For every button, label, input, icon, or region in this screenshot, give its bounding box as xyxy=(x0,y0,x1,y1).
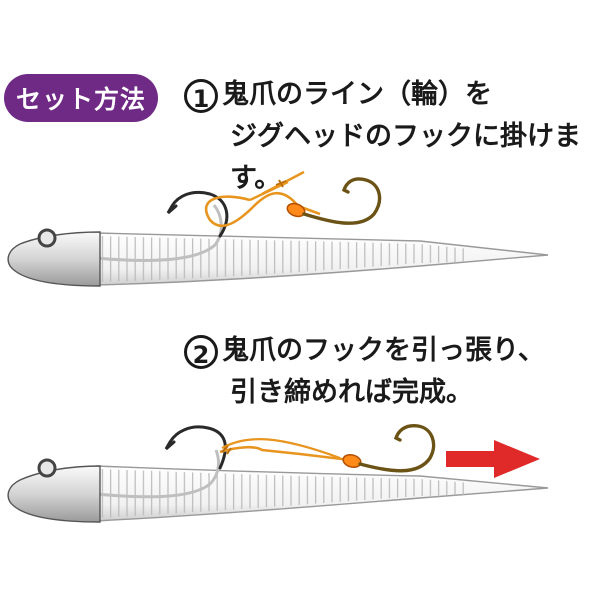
step-2-line-2: 引き締めれば完成。 xyxy=(230,377,473,408)
oniyume-line-tight xyxy=(219,445,351,462)
jighead-hook-shank-2 xyxy=(95,449,220,499)
jighead-hook-icon-2 xyxy=(164,425,227,470)
method-badge: セット方法 xyxy=(4,74,158,122)
scene-1-rig xyxy=(7,170,549,287)
jighead-hook-icon xyxy=(166,190,229,238)
step-1-line-2: ジグヘッドのフックに掛けます。 xyxy=(230,121,581,194)
worm-ribs xyxy=(100,236,470,282)
line-knot xyxy=(275,179,287,188)
jig-head-2 xyxy=(7,465,101,523)
worm-ribs-2 xyxy=(100,469,470,518)
oniyume-line-tight-tail xyxy=(221,438,341,460)
jighead-hook-shank xyxy=(95,204,223,262)
oniyume-line-loop xyxy=(204,191,321,227)
pull-arrow-icon xyxy=(446,440,540,478)
step-1-number: 1 xyxy=(184,78,218,113)
step-1-line-1: 鬼爪のライン（輪）を xyxy=(222,79,492,110)
sleeve-bead-2 xyxy=(342,454,362,468)
jig-head xyxy=(7,231,101,287)
scene-2-rig xyxy=(7,423,549,523)
stinger-hook-icon-2 xyxy=(358,423,436,473)
line-knot-2 xyxy=(221,445,232,455)
sleeve-bead xyxy=(286,202,306,218)
jig-eye-icon-2 xyxy=(37,458,57,478)
step-2-number: 2 xyxy=(184,334,218,369)
jig-eye-icon xyxy=(37,228,57,248)
oniyume-line-tail xyxy=(249,170,305,202)
method-badge-label: セット方法 xyxy=(15,85,146,114)
step-2-line-1: 鬼爪のフックを引っ張り、 xyxy=(222,335,545,366)
stinger-hook-icon xyxy=(302,177,382,225)
